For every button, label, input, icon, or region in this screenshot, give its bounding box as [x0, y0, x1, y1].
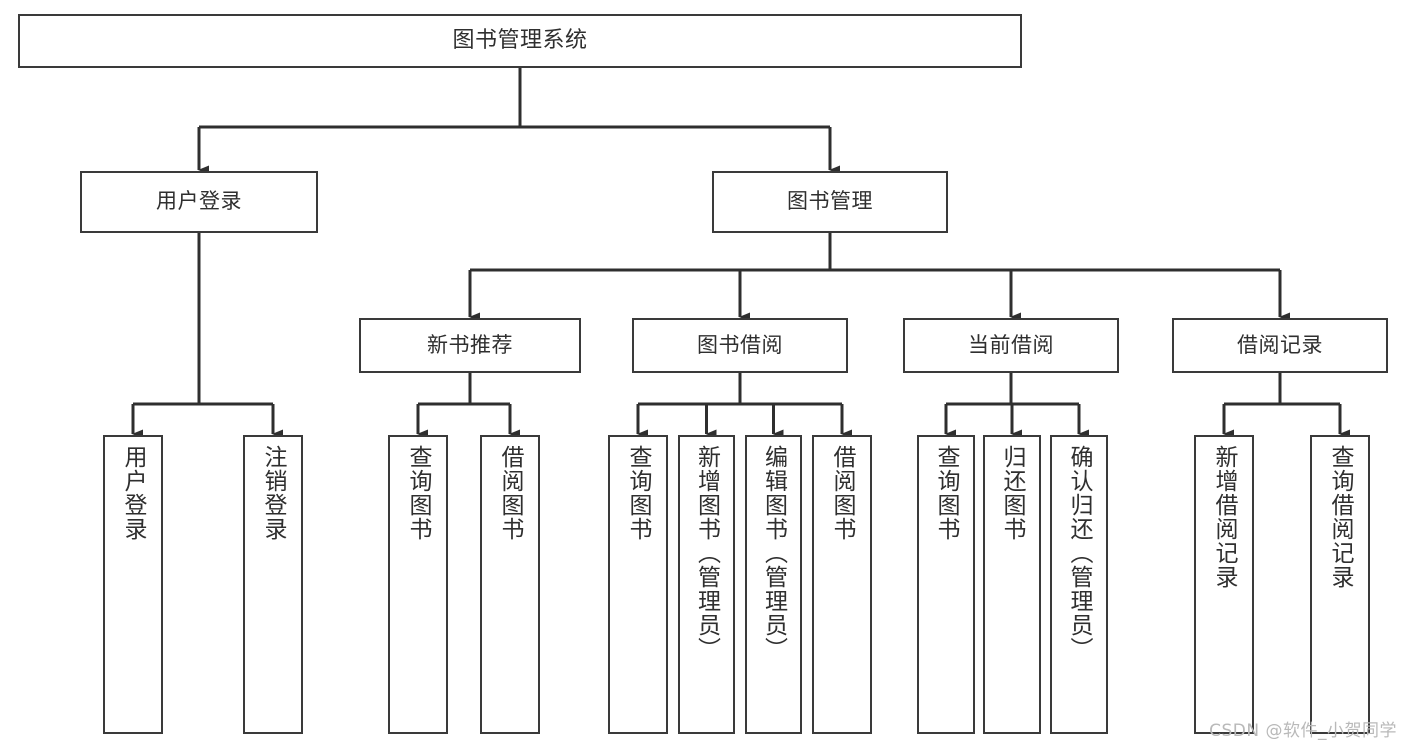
node-leaf-return-book[interactable]: 归还图书	[983, 435, 1041, 734]
node-user-login[interactable]: 用户登录	[80, 171, 318, 233]
watermark-text: CSDN @软件_小贺同学	[1209, 721, 1397, 741]
node-leaf-query-book-rec[interactable]: 查询图书	[388, 435, 448, 734]
node-label: 借阅图书	[497, 445, 524, 541]
node-new-book-rec[interactable]: 新书推荐	[359, 318, 581, 373]
node-label: 查询图书	[625, 445, 652, 541]
node-label: 图书管理系统	[452, 27, 588, 53]
node-leaf-confirm-return[interactable]: 确认归还（管理员）	[1050, 435, 1108, 734]
node-label: 注销登录	[260, 445, 287, 541]
node-label: 新增借阅记录	[1211, 445, 1238, 589]
node-leaf-borrow-book-rec[interactable]: 借阅图书	[480, 435, 540, 734]
node-label: 图书管理	[787, 189, 873, 214]
node-leaf-query-record[interactable]: 查询借阅记录	[1310, 435, 1370, 734]
node-leaf-query-book-borrow[interactable]: 查询图书	[608, 435, 668, 734]
node-leaf-add-book[interactable]: 新增图书（管理员）	[678, 435, 735, 734]
node-book-borrow[interactable]: 图书借阅	[632, 318, 848, 373]
node-label: 查询借阅记录	[1327, 445, 1354, 589]
node-label: 查询图书	[405, 445, 432, 541]
node-leaf-logout[interactable]: 注销登录	[243, 435, 303, 734]
node-label: 图书借阅	[697, 332, 783, 357]
node-label: 确认归还（管理员）	[1066, 445, 1093, 661]
node-leaf-query-book-cur[interactable]: 查询图书	[917, 435, 975, 734]
node-label: 当前借阅	[968, 332, 1054, 357]
node-label: 借阅图书	[829, 445, 856, 541]
node-leaf-user-login[interactable]: 用户登录	[103, 435, 163, 734]
node-borrow-record[interactable]: 借阅记录	[1172, 318, 1388, 373]
node-label: 归还图书	[999, 445, 1026, 541]
node-root[interactable]: 图书管理系统	[18, 14, 1022, 68]
node-leaf-borrow-book[interactable]: 借阅图书	[812, 435, 872, 734]
node-leaf-edit-book[interactable]: 编辑图书（管理员）	[745, 435, 802, 734]
node-book-manage[interactable]: 图书管理	[712, 171, 948, 233]
edge-group	[131, 68, 1350, 439]
node-current-borrow[interactable]: 当前借阅	[903, 318, 1119, 373]
node-label: 编辑图书（管理员）	[760, 445, 787, 661]
node-leaf-add-record[interactable]: 新增借阅记录	[1194, 435, 1254, 734]
node-label: 用户登录	[120, 445, 147, 541]
node-label: 用户登录	[156, 189, 242, 214]
node-label: 新书推荐	[427, 332, 513, 357]
node-label: 借阅记录	[1237, 332, 1323, 357]
node-label: 查询图书	[933, 445, 960, 541]
node-label: 新增图书（管理员）	[693, 445, 720, 661]
